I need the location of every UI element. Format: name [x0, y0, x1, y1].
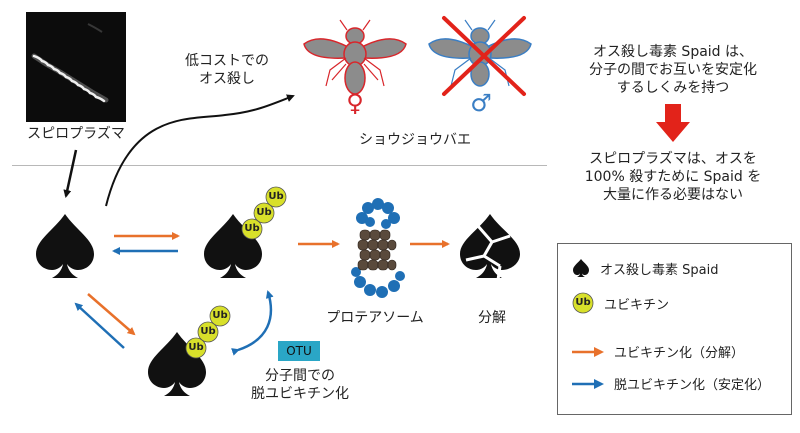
- ub-badge: Ub: [185, 337, 207, 359]
- low-cost-label-line1: 低コストでの: [185, 53, 269, 69]
- spiroplasma-label: スピロプラズマ: [27, 126, 125, 142]
- down-arrow-icon: [656, 104, 690, 142]
- ub-label: Ub: [200, 326, 216, 337]
- section-divider: [12, 165, 547, 166]
- spade-icon: [573, 259, 589, 277]
- legend-box: オス殺し毒素 Spaid Ub ユビキチン ユビキチン化（分解） 脱ユビキチン化…: [557, 243, 792, 415]
- otu-badge: OTU: [278, 341, 320, 361]
- top-statement-line3: するしくみを持つ: [616, 80, 730, 96]
- female-symbol: ♀: [346, 89, 364, 117]
- proteasome-icon: [351, 198, 405, 298]
- male-symbol: ♂: [470, 89, 492, 117]
- arrow-deubiquitination-2: [74, 302, 125, 349]
- ub-badge: Ub: [253, 202, 275, 224]
- ubiquitinated-spade-icon: [204, 214, 262, 278]
- arrow-intermolecular: [231, 290, 274, 356]
- degradation-label: 分解: [478, 310, 506, 326]
- ub-label: Ub: [188, 342, 204, 353]
- legend-ubiquitination-label: ユビキチン化（分解）: [614, 346, 745, 361]
- legend-item-ubiquitin: Ub ユビキチン: [572, 292, 669, 314]
- ub-label: Ub: [244, 223, 260, 234]
- ub-badge: Ub: [241, 218, 263, 240]
- ub-label: Ub: [268, 191, 284, 202]
- low-cost-label-line2: オス殺し: [199, 71, 255, 87]
- blue-arrow-icon: [572, 378, 604, 389]
- ub-badge: Ub: [572, 292, 594, 314]
- drosophila-label: ショウジョウバエ: [359, 132, 471, 148]
- arrow-spiro-to-spaid: [63, 149, 78, 198]
- female-fly-icon: [303, 19, 407, 95]
- bottom-statement-line1: スピロプラズマは、オスを: [589, 151, 757, 167]
- top-statement-line2: 分子の間でお互いを安定化: [589, 62, 757, 78]
- legend-ubiquitin-label: ユビキチン: [604, 297, 670, 313]
- ubiquitinated-spade-lower-icon: [148, 332, 206, 396]
- legend-item-spaid: オス殺し毒素 Spaid: [572, 258, 718, 278]
- bottom-statement-line3: 大量に作る必要はない: [603, 187, 743, 203]
- orange-arrow-icon: [572, 346, 604, 357]
- ub-label: Ub: [212, 310, 228, 321]
- legend-spaid-label: オス殺し毒素 Spaid: [600, 262, 719, 278]
- legend-deubiquitination-label: 脱ユビキチン化（安定化）: [614, 378, 771, 393]
- cross-out-icon: [442, 16, 526, 96]
- top-statement-line1: オス殺し毒素 Spaid は、: [592, 44, 754, 60]
- spaid-spade-icon: [36, 214, 94, 278]
- broken-spade-icon: [460, 214, 520, 281]
- legend-item-ubiquitination: ユビキチン化（分解）: [572, 342, 744, 361]
- intermolecular-label-line2: 脱ユビキチン化: [251, 386, 349, 402]
- ub-badge: Ub: [209, 305, 231, 327]
- ub-label: Ub: [256, 207, 272, 218]
- legend-item-deubiquitination: 脱ユビキチン化（安定化）: [572, 374, 770, 393]
- ub-badge: Ub: [265, 186, 287, 208]
- ub-label: Ub: [575, 297, 591, 308]
- proteasome-label: プロテアソーム: [326, 310, 424, 326]
- intermolecular-label-line1: 分子間での: [265, 368, 335, 384]
- arrow-to-flies: [105, 94, 295, 207]
- ub-badge: Ub: [197, 321, 219, 343]
- arrow-ubiquitination-2: [87, 293, 136, 336]
- bottom-statement-line2: 100% 殺すために Spaid を: [584, 169, 762, 185]
- spiroplasma-micrograph: [26, 12, 126, 122]
